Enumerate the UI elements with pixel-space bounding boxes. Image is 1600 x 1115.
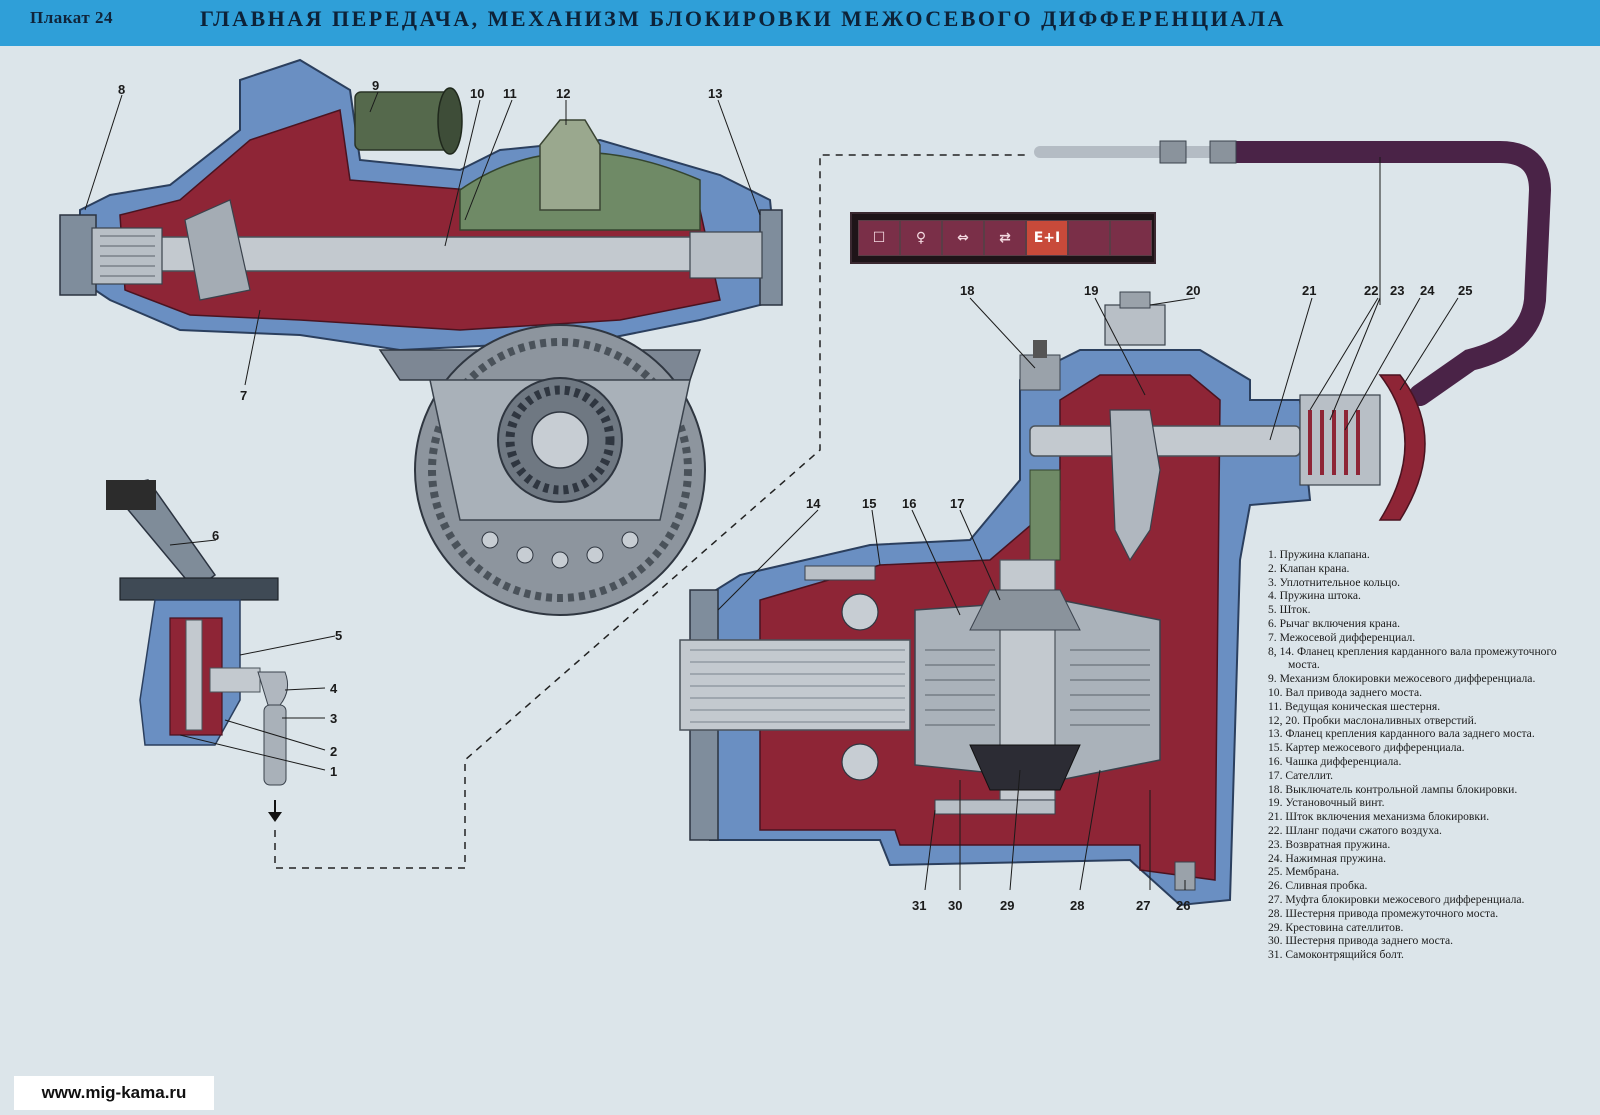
legend-item: 17. Сателлит. bbox=[1268, 768, 1334, 782]
callout-4: 4 bbox=[330, 681, 338, 696]
legend-item: 30. Шестерня привода заднего моста. bbox=[1268, 934, 1454, 948]
legend-item: 15. Картер межосевого дифференциала. bbox=[1268, 741, 1465, 755]
callout-labels: 8 9 10 11 12 13 7 6 5 4 3 2 1 18 19 20 2… bbox=[118, 78, 1472, 913]
callout-22: 22 bbox=[1364, 283, 1378, 298]
callout-11: 11 bbox=[503, 86, 517, 101]
callout-12: 12 bbox=[556, 86, 570, 101]
callout-23: 23 bbox=[1390, 283, 1404, 298]
callout-3: 3 bbox=[330, 711, 337, 726]
legend-item: 2. Клапан крана. bbox=[1268, 561, 1350, 575]
poster-title: ГЛАВНАЯ ПЕРЕДАЧА, МЕХАНИЗМ БЛОКИРОВКИ МЕ… bbox=[200, 6, 1286, 31]
main-drive-assembly bbox=[59, 58, 783, 616]
parts-legend: 1. Пружина клапана. 2. Клапан крана. 3. … bbox=[1268, 548, 1588, 962]
callout-8: 8 bbox=[118, 82, 125, 97]
lock-diff-icon: Е+I bbox=[1026, 220, 1068, 256]
header-bar: Плакат 24 ГЛАВНАЯ ПЕРЕДАЧА, МЕХАНИЗМ БЛО… bbox=[0, 0, 1600, 46]
callout-15: 15 bbox=[862, 496, 876, 511]
legend-item: 6. Рычаг включения крана. bbox=[1268, 616, 1401, 630]
legend-item: 10. Вал привода заднего моста. bbox=[1268, 685, 1423, 699]
legend-item: 22. Шланг подачи сжатого воздуха. bbox=[1268, 823, 1442, 837]
callout-19: 19 bbox=[1084, 283, 1098, 298]
legend-item: 28. Шестерня привода промежуточного мост… bbox=[1268, 906, 1499, 920]
legend-item: 16. Чашка дифференциала. bbox=[1268, 754, 1402, 768]
legend-item: 24. Нажимная пружина. bbox=[1268, 851, 1386, 865]
legend-item: 25. Мембрана. bbox=[1268, 865, 1340, 879]
callout-24: 24 bbox=[1420, 283, 1435, 298]
callout-16: 16 bbox=[902, 496, 916, 511]
callout-29: 29 bbox=[1000, 898, 1014, 913]
callout-31: 31 bbox=[912, 898, 926, 913]
callout-18: 18 bbox=[960, 283, 974, 298]
legend-item: 1. Пружина клапана. bbox=[1268, 548, 1370, 561]
legend-item: 11. Ведущая коническая шестерня. bbox=[1268, 699, 1441, 713]
blank-icon bbox=[1068, 220, 1110, 256]
callout-10: 10 bbox=[470, 86, 484, 101]
watermark-link[interactable]: www.mig-kama.ru bbox=[14, 1076, 214, 1110]
callout-17: 17 bbox=[950, 496, 964, 511]
callout-25: 25 bbox=[1458, 283, 1472, 298]
legend-item: 7. Межосевой дифференциал. bbox=[1268, 630, 1416, 644]
callout-20: 20 bbox=[1186, 283, 1200, 298]
legend-item: 31. Самоконтрящийся болт. bbox=[1268, 948, 1404, 962]
callout-5: 5 bbox=[335, 628, 342, 643]
callout-30: 30 bbox=[948, 898, 962, 913]
lamp-icon: ♀ bbox=[900, 220, 942, 256]
blank-icon bbox=[1110, 220, 1152, 256]
legend-item: 18. Выключатель контрольной лампы блокир… bbox=[1268, 782, 1518, 796]
callout-6: 6 bbox=[212, 528, 219, 543]
inter-axle-differential bbox=[679, 157, 1459, 907]
callout-7: 7 bbox=[240, 388, 247, 403]
callout-26: 26 bbox=[1176, 898, 1190, 913]
callout-9: 9 bbox=[372, 78, 379, 93]
legend-item: 19. Установочный винт. bbox=[1268, 796, 1385, 810]
indicator-switch-panel: ☐ ♀ ⇔ ⇄ Е+I bbox=[850, 212, 1156, 264]
legend-item: 9. Механизм блокировки межосевого диффер… bbox=[1268, 672, 1536, 686]
legend-item: 13. Фланец крепления карданного вала зад… bbox=[1268, 727, 1535, 741]
callout-14: 14 bbox=[806, 496, 821, 511]
double-arrows-icon: ⇄ bbox=[984, 220, 1026, 256]
legend-item: 4. Пружина штока. bbox=[1268, 589, 1361, 603]
legend-item: 26. Сливная пробка. bbox=[1268, 879, 1368, 893]
legend-item: 8, 14. Фланец крепления карданного вала … bbox=[1268, 644, 1557, 672]
callout-28: 28 bbox=[1070, 898, 1084, 913]
callout-21: 21 bbox=[1302, 283, 1316, 298]
square-icon: ☐ bbox=[858, 220, 900, 256]
legend-item: 12, 20. Пробки маслоналивных отверстий. bbox=[1268, 713, 1477, 727]
legend-item: 27. Муфта блокировки межосевого дифферен… bbox=[1268, 892, 1525, 906]
legend-item: 21. Шток включения механизма блокировки. bbox=[1268, 810, 1490, 824]
air-hose bbox=[1034, 140, 1552, 406]
callout-2: 2 bbox=[330, 744, 337, 759]
legend-item: 29. Крестовина сателлитов. bbox=[1268, 920, 1404, 934]
legend-item: 5. Шток. bbox=[1268, 603, 1311, 617]
legend-item: 23. Возвратная пружина. bbox=[1268, 837, 1391, 851]
poster-number: Плакат 24 bbox=[30, 8, 113, 27]
callout-27: 27 bbox=[1136, 898, 1150, 913]
callout-13: 13 bbox=[708, 86, 722, 101]
arrows-icon: ⇔ bbox=[942, 220, 984, 256]
callout-1: 1 bbox=[330, 764, 337, 779]
legend-item: 3. Уплотнительное кольцо. bbox=[1268, 575, 1401, 589]
air-valve-assembly bbox=[106, 479, 336, 822]
